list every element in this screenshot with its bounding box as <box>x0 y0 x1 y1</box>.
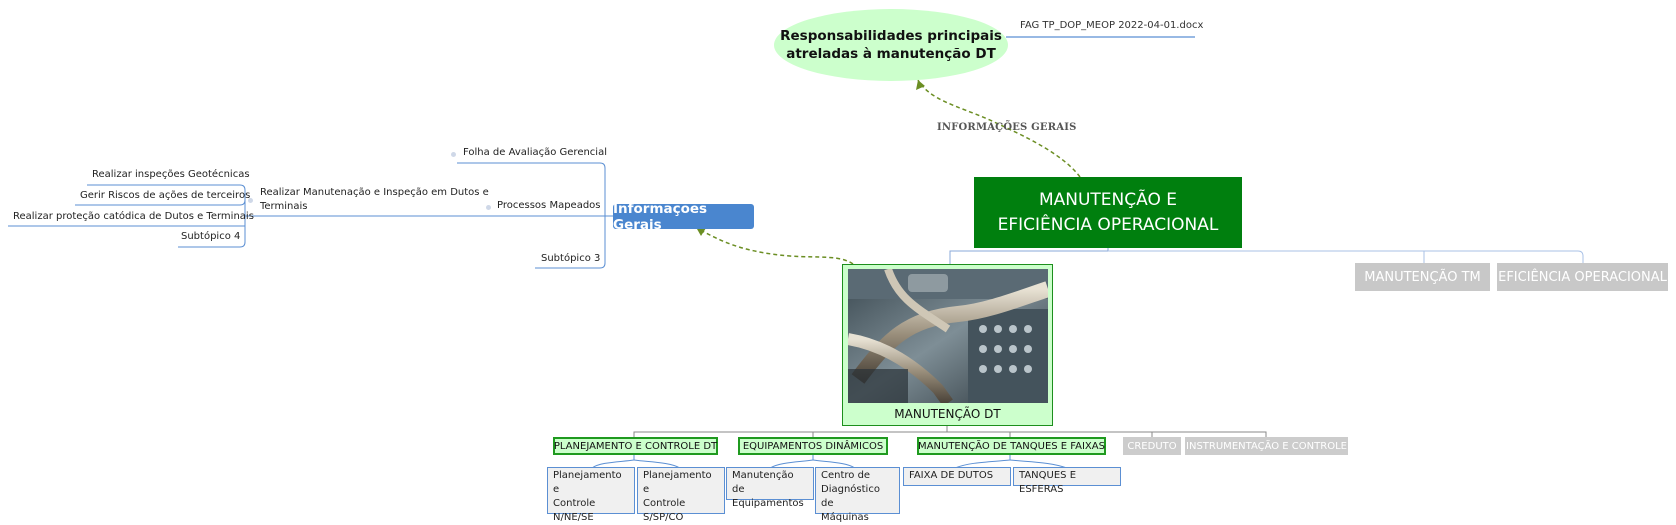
realizar-bullet <box>248 198 253 203</box>
sub-faixa-dutos[interactable]: FAIXA DE DUTOS <box>903 467 1011 486</box>
node-manutencao-tm[interactable]: MANUTENÇÃO TM <box>1355 263 1490 291</box>
sub-planejamento-ssp[interactable]: Planejamento e Controle S/SP/CO <box>637 467 725 523</box>
node-realizar-manutencao[interactable]: Realizar Manutenação e Inspeção em Dutos… <box>260 186 489 214</box>
realizar-line-1: Realizar Manutenação e Inspeção em Dutos… <box>260 187 489 198</box>
category-creduto[interactable]: CREDUTO <box>1123 437 1181 455</box>
sub-line: Máquinas <box>821 512 869 523</box>
sub-line: S/SP/CO <box>643 512 684 523</box>
node-subtopico-3[interactable]: Subtópico 3 <box>541 253 601 264</box>
main-topic-line-2: EFICIÊNCIA OPERACIONAL <box>997 214 1219 235</box>
file-reference-link[interactable]: FAG TP_DOP_MEOP 2022-04-01.docx <box>1020 20 1204 31</box>
ellipse-line-1: Responsabilidades principais <box>780 28 1002 44</box>
node-inspecoes-geotecnicas[interactable]: Realizar inspeções Geotécnicas <box>92 169 250 180</box>
node-gerir-riscos[interactable]: Gerir Riscos de ações de terceiros <box>80 190 251 201</box>
category-planejamento-controle[interactable]: PLANEJAMENTO E CONTROLE DT <box>553 437 718 455</box>
category-tanques-faixas[interactable]: MANUTENÇÃO DE TANQUES E FAIXAS <box>917 437 1106 455</box>
engine-photo <box>848 269 1048 403</box>
node-manutencao-dt[interactable]: MANUTENÇÃO DT <box>842 264 1053 426</box>
node-processos-mapeados[interactable]: Processos Mapeados <box>497 200 601 211</box>
relationship-label[interactable]: INFORMAÇÕES GERAIS <box>937 122 1077 133</box>
node-eficiencia-operacional[interactable]: EFICIÊNCIA OPERACIONAL <box>1497 263 1668 291</box>
image-node-caption: MANUTENÇÃO DT <box>894 407 1001 421</box>
sub-line: Diagnóstico de <box>821 484 880 509</box>
main-topic-line-1: MANUTENÇÃO E <box>1038 189 1177 210</box>
sub-line: Planejamento e <box>643 470 712 495</box>
sub-line: Centro de <box>821 470 871 481</box>
ellipse-line-2: atreladas à manutenção DT <box>786 46 996 62</box>
sub-planejamento-nne[interactable]: Planejamento e Controle N/NE/SE <box>547 467 635 523</box>
main-topic-node[interactable]: MANUTENÇÃO E EFICIÊNCIA OPERACIONAL <box>974 177 1242 248</box>
folha-bullet <box>451 152 456 157</box>
node-informacoes-gerais[interactable]: Informações Gerais <box>613 201 754 233</box>
sub-line: Planejamento e <box>553 470 622 495</box>
node-folha-avaliacao[interactable]: Folha de Avaliação Gerencial <box>463 147 607 158</box>
sub-tanques-esferas[interactable]: TANQUES E ESFERAS <box>1013 467 1121 495</box>
sub-line: Controle <box>643 498 686 509</box>
realizar-line-2: Terminais <box>260 201 308 212</box>
sub-line: Equipamentos <box>732 498 804 509</box>
node-protecao-catodica[interactable]: Realizar proteção catódica de Dutos e Te… <box>13 211 254 222</box>
sub-line: Controle <box>553 498 596 509</box>
node-subtopico-4[interactable]: Subtópico 4 <box>181 231 241 242</box>
sub-line: N/NE/SE <box>553 512 594 523</box>
category-equipamentos-dinamicos[interactable]: EQUIPAMENTOS DINÂMICOS <box>738 437 888 455</box>
category-instrumentacao-controle[interactable]: INSTRUMENTAÇÃO E CONTROLE <box>1185 437 1348 455</box>
sub-line: Manutenção de <box>732 470 794 495</box>
sub-centro-diagnostico[interactable]: Centro de Diagnóstico de Máquinas <box>815 467 900 523</box>
sub-manutencao-equipamentos[interactable]: Manutenção de Equipamentos <box>726 467 814 509</box>
central-topic-responsibilities[interactable]: Responsabilidades principais atreladas à… <box>774 9 1008 81</box>
processos-bullet <box>486 205 491 210</box>
